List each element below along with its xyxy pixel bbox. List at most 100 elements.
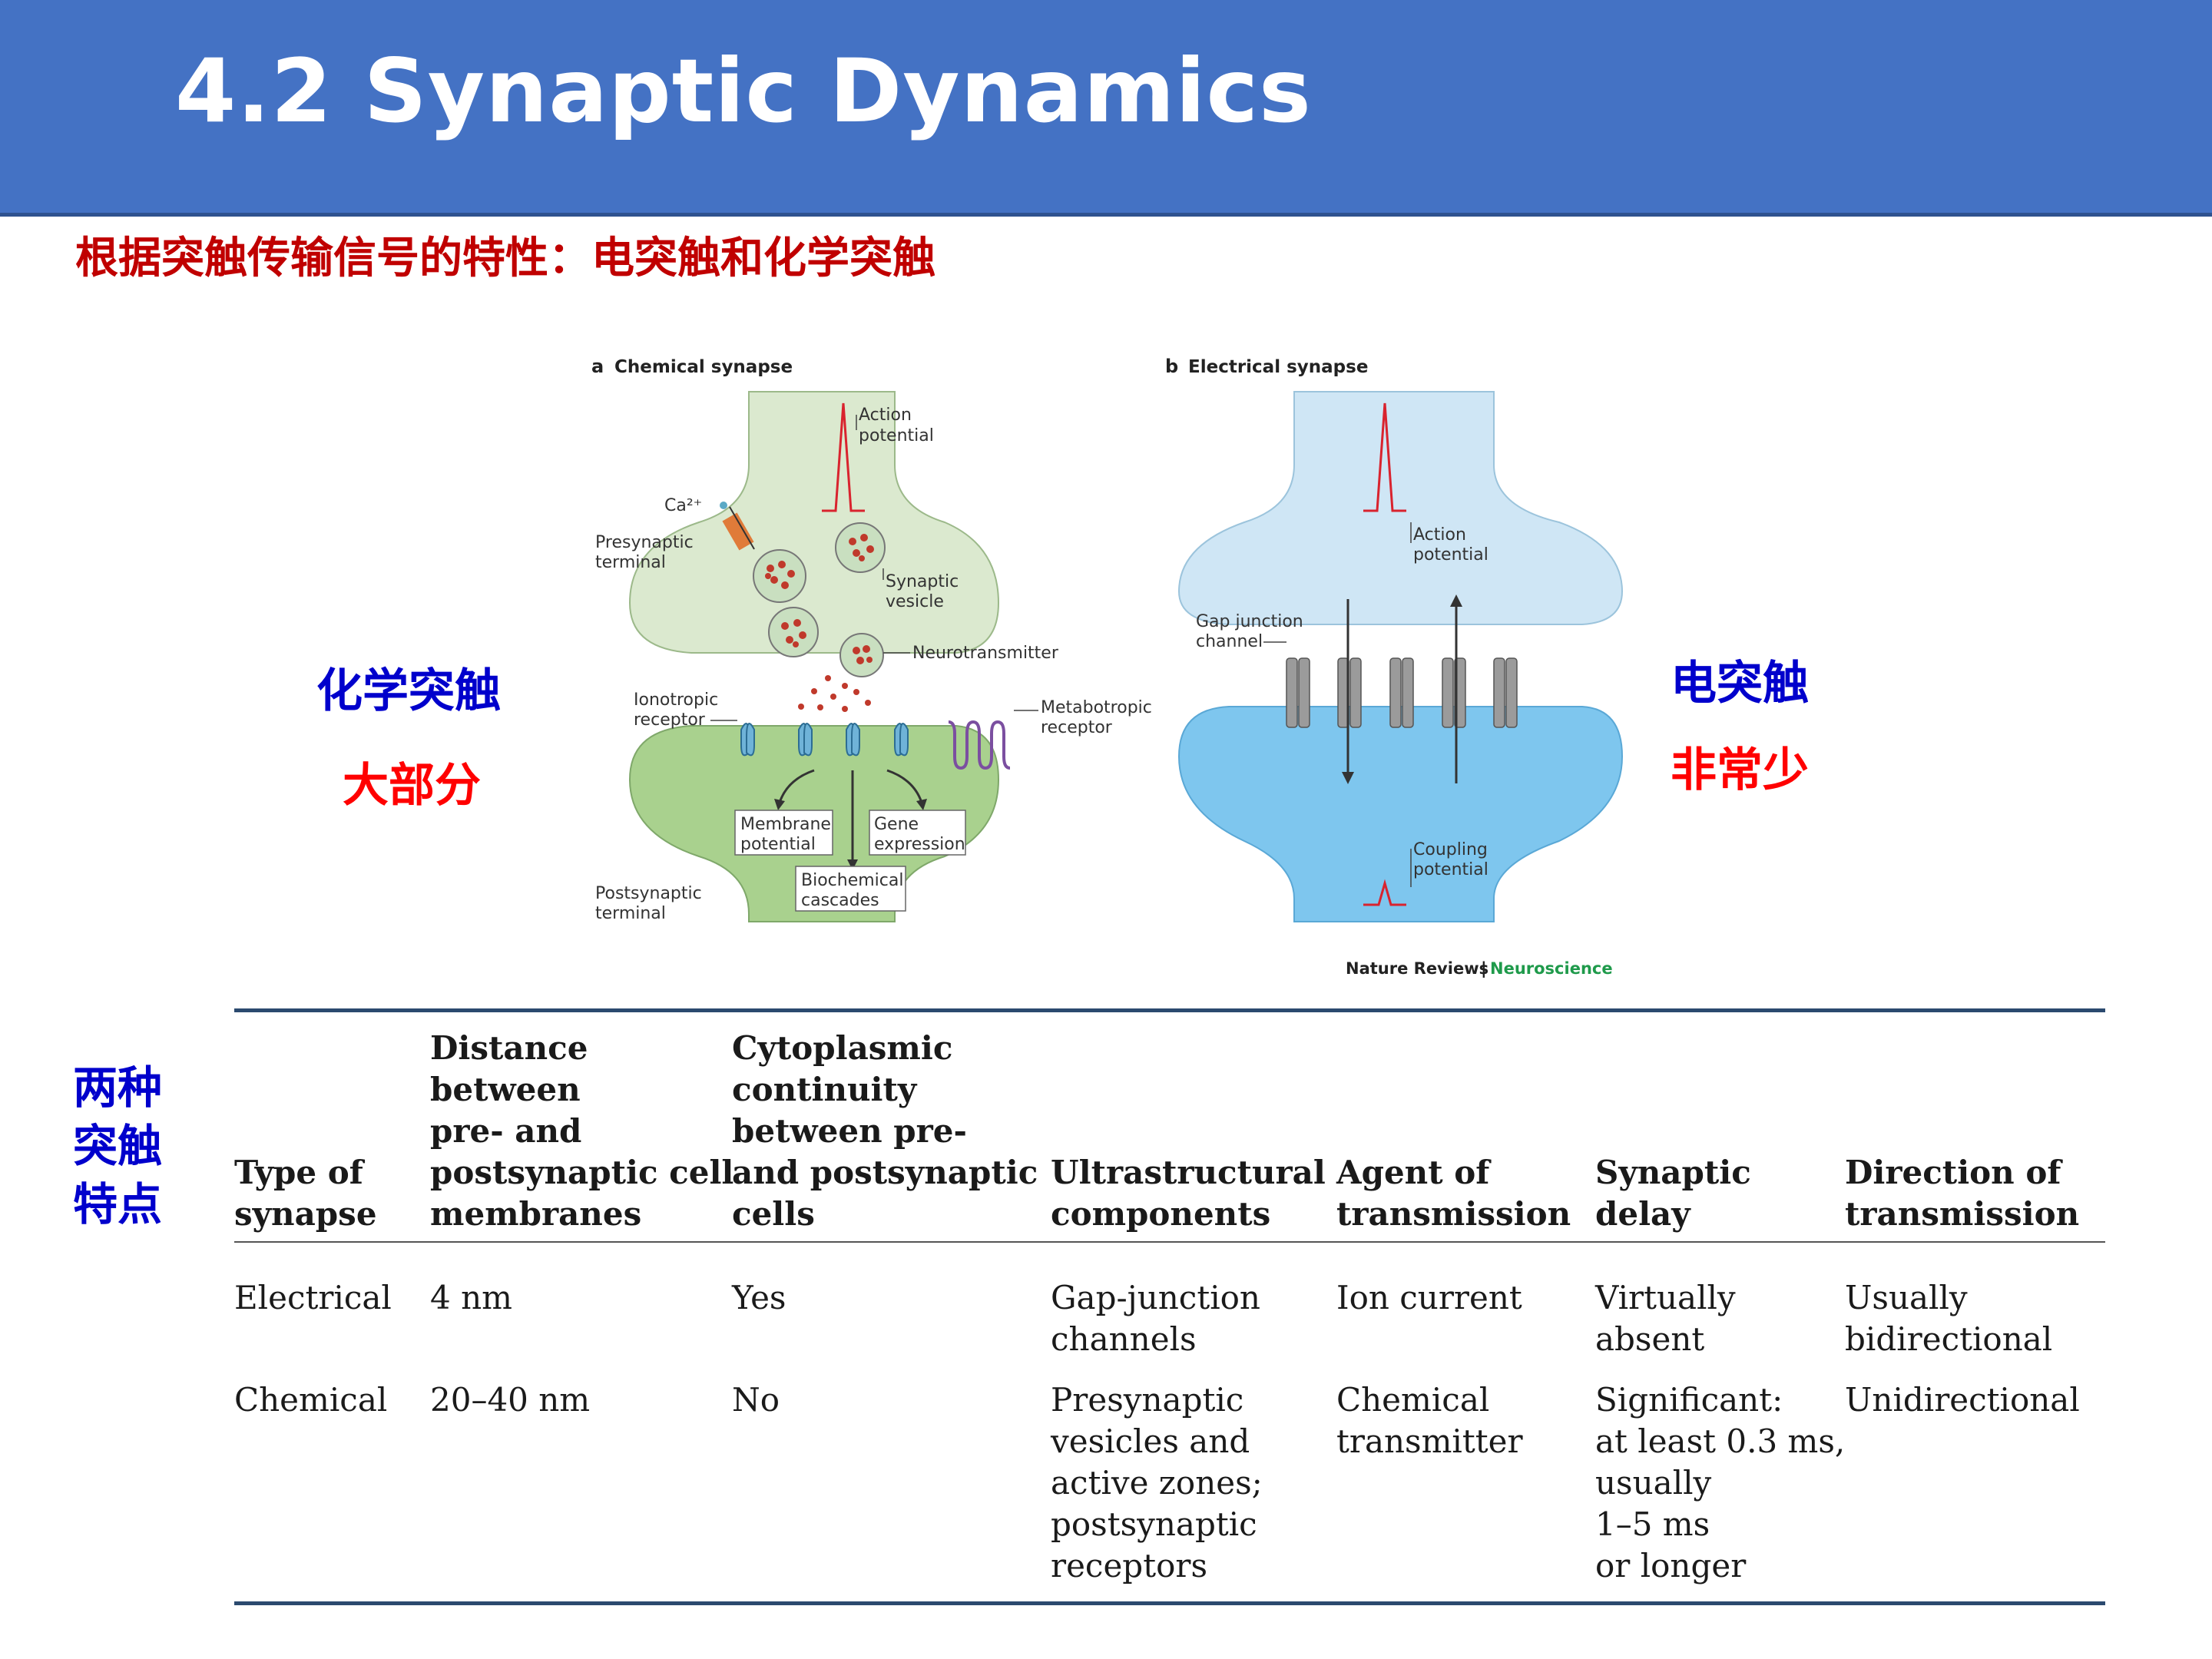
header-line: transmission	[1845, 1195, 2080, 1233]
metabotropic-receptor	[948, 720, 1011, 770]
action-potential-trace-b	[1363, 402, 1406, 512]
ionotropic-receptors	[740, 723, 909, 757]
fig-label: cascades	[801, 891, 879, 910]
fig-label: potential	[859, 426, 934, 445]
fig-label: potential	[740, 835, 816, 854]
header-line: and postsynaptic	[732, 1154, 1038, 1191]
cell: Significant: at least 0.3 ms, usually 1–…	[1595, 1379, 1845, 1587]
panel-b-letter: b	[1165, 356, 1178, 377]
fig-label: Gap junction	[1196, 612, 1303, 631]
signal-arrow	[778, 769, 815, 803]
cell: Chemical transmitter	[1336, 1379, 1523, 1462]
credit-journal: Nature Reviews	[1346, 959, 1488, 978]
header-type: Type of synapse	[234, 1152, 377, 1235]
header-line: membranes	[430, 1195, 642, 1233]
presynaptic-terminal-shape	[628, 391, 1000, 654]
side-label-line: 特点	[73, 1178, 163, 1230]
table-header-rule	[234, 1241, 2105, 1243]
cell: Chemical	[234, 1381, 388, 1419]
table-top-rule	[234, 1008, 2105, 1012]
header-line: postsynaptic cell	[430, 1154, 734, 1191]
header-direction: Direction of transmission	[1845, 1152, 2079, 1235]
panel-a-letter: a	[591, 356, 604, 377]
header-line: Cytoplasmic	[732, 1029, 953, 1067]
very-few-label: 非常少	[1671, 743, 1809, 797]
fig-label: terminal	[595, 904, 666, 923]
fig-label: Synaptic	[886, 572, 959, 591]
cell: Gap-junction channels	[1051, 1277, 1260, 1360]
header-ultrastructural: Ultrastructural components	[1051, 1152, 1326, 1235]
header-line: Direction of	[1845, 1154, 2061, 1191]
cell: Virtually absent	[1595, 1277, 1736, 1360]
cell: Ion current	[1336, 1279, 1522, 1316]
fig-label: potential	[1413, 860, 1488, 879]
cell-line: vesicles and	[1051, 1422, 1250, 1460]
header-line: Type of	[234, 1154, 363, 1191]
cell-line: 1–5 ms	[1595, 1505, 1710, 1543]
chemical-synapse-label: 化学突触	[316, 664, 501, 718]
fig-label: Neurotransmitter	[912, 644, 1059, 663]
cell-line: Chemical	[1336, 1381, 1490, 1419]
gap-junction-channels	[1286, 657, 1518, 728]
fig-label: receptor	[1041, 718, 1113, 737]
majority-label: 大部分	[343, 759, 481, 813]
calcium-arrow	[729, 506, 755, 550]
fig-label: terminal	[595, 553, 666, 572]
cell-line: receptors	[1051, 1547, 1207, 1584]
synapse-diagram: a Chemical synapse b Electrical synapse …	[591, 356, 1624, 979]
panel-b-title: Electrical synapse	[1188, 357, 1368, 377]
arrow-head	[1450, 594, 1462, 607]
arrow-head	[1342, 772, 1354, 784]
calcium-channel	[722, 512, 754, 551]
cell-line: Gap-junction	[1051, 1279, 1260, 1316]
fig-label: Gene	[874, 815, 919, 834]
header-line: between pre-	[732, 1112, 967, 1150]
fig-label: Action	[859, 406, 912, 425]
synapse-figure: a Chemical synapse b Electrical synapse …	[584, 349, 1636, 991]
synaptic-vesicles	[753, 522, 886, 712]
cell-line: or longer	[1595, 1547, 1747, 1584]
arrow-head	[916, 799, 927, 810]
fig-label: Ca²⁺	[664, 496, 702, 515]
membrane-potential-box	[734, 810, 833, 856]
table-bottom-rule	[234, 1601, 2105, 1605]
coupling-potential-trace	[1363, 879, 1406, 906]
credit-separator: |	[1481, 959, 1487, 979]
header-line: continuity	[732, 1071, 917, 1108]
header-line: Agent of	[1336, 1154, 1490, 1191]
credit-section: Neuroscience	[1490, 959, 1613, 978]
header-line: Ultrastructural	[1051, 1154, 1326, 1191]
cell: Presynaptic vesicles and active zones; p…	[1051, 1379, 1263, 1587]
slide-title: 4.2 Synaptic Dynamics	[175, 40, 1312, 142]
header-agent: Agent of transmission	[1336, 1152, 1571, 1235]
fig-label: receptor	[634, 710, 706, 730]
cell-line: usually	[1595, 1464, 1712, 1502]
fig-label: Metabotropic	[1041, 698, 1152, 717]
cell-line: bidirectional	[1845, 1320, 2053, 1358]
arrow-head	[847, 859, 858, 870]
cell: Yes	[732, 1279, 786, 1316]
fig-label: Membrane	[740, 815, 831, 834]
gene-expression-box	[869, 810, 966, 856]
header-line: cells	[732, 1195, 815, 1233]
calcium-ion	[720, 502, 727, 509]
cell: Electrical	[234, 1279, 392, 1316]
cell-line: active zones;	[1051, 1464, 1263, 1502]
action-potential-trace-a	[822, 402, 865, 512]
cell-line: at least 0.3 ms,	[1595, 1422, 1846, 1460]
electrical-presynaptic-shape	[1177, 391, 1624, 625]
fig-label: Action	[1413, 525, 1466, 545]
fig-label: vesicle	[886, 592, 944, 611]
header-line: Synaptic	[1595, 1154, 1751, 1191]
header-distance: Distance between pre- and postsynaptic c…	[430, 1028, 733, 1235]
header-line: Distance	[430, 1029, 588, 1067]
cell-line: absent	[1595, 1320, 1705, 1358]
two-synapse-features-label: 两种 突触 特点	[73, 1058, 162, 1233]
cell-line: postsynaptic	[1051, 1505, 1257, 1543]
fig-label: Coupling	[1413, 840, 1488, 859]
cell: Unidirectional	[1845, 1381, 2080, 1419]
header-line: between	[430, 1071, 581, 1108]
header-line: synapse	[234, 1195, 377, 1233]
cell-line: Presynaptic	[1051, 1381, 1244, 1419]
cell: 4 nm	[430, 1279, 512, 1316]
